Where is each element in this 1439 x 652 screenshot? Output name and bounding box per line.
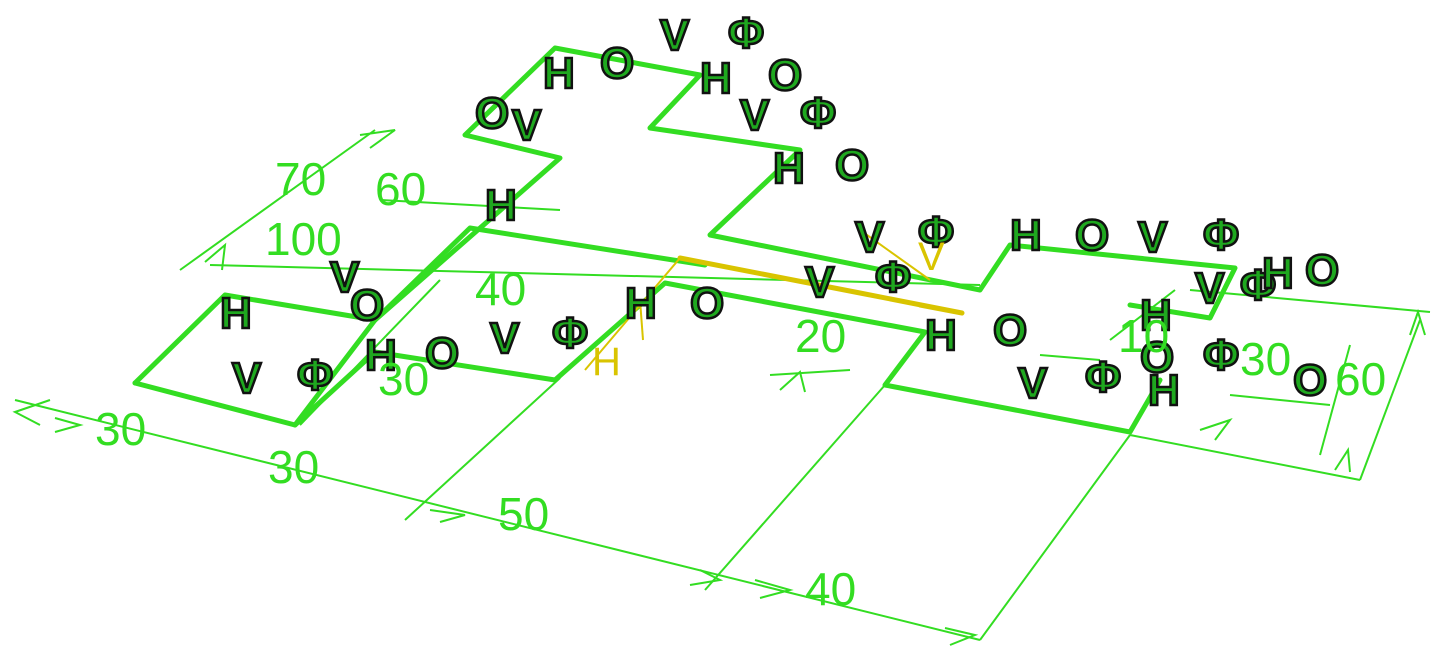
fixed-constraint-icon: Φ	[875, 253, 911, 302]
fixed-constraint-icon: Φ	[552, 309, 588, 358]
dimension-label[interactable]: 40	[805, 563, 856, 615]
coincident-constraint-icon: O	[690, 279, 724, 328]
constraint-symbols: O V H O V Φ H O V Φ H O H H V O V Φ H O …	[219, 8, 1341, 417]
dimension-label[interactable]: 60	[375, 163, 426, 215]
dimension-label[interactable]: 50	[498, 488, 549, 540]
vertical-constraint-icon: V	[232, 354, 262, 403]
horizontal-constraint-icon: H	[625, 279, 657, 328]
horizontal-constraint-icon: H	[1140, 291, 1172, 340]
dimension-label[interactable]: 40	[475, 263, 526, 315]
sketch-profile[interactable]	[132, 45, 1238, 435]
coincident-constraint-icon: O	[835, 141, 869, 190]
vertical-constraint-icon: V	[330, 253, 360, 302]
selected-segment[interactable]	[584, 229, 965, 371]
vertical-constraint-icon: V	[805, 258, 835, 307]
horizontal-constraint-icon: H	[220, 289, 252, 338]
coincident-constraint-icon: O	[993, 306, 1027, 355]
vertical-constraint-icon: V	[1018, 359, 1048, 408]
vertical-constraint-icon: V	[512, 101, 542, 150]
coincident-constraint-icon: O	[1075, 211, 1109, 260]
dimension-label[interactable]: 30	[95, 403, 146, 455]
coincident-constraint-icon: O	[600, 39, 634, 88]
coincident-constraint-icon: O	[768, 51, 802, 100]
fixed-constraint-icon: Φ	[918, 208, 954, 257]
horizontal-constraint-icon: H	[1148, 366, 1180, 415]
vertical-constraint-icon: V	[855, 213, 885, 262]
fixed-constraint-icon: Φ	[1240, 261, 1276, 310]
coincident-constraint-icon: O	[1293, 356, 1327, 405]
coincident-constraint-icon: O	[425, 329, 459, 378]
dimension-label[interactable]: 10	[1118, 310, 1169, 362]
horizontal-constraint-icon: H	[485, 181, 517, 230]
coincident-constraint-icon: O	[1305, 246, 1339, 295]
horizontal-constraint-icon: H	[700, 54, 732, 103]
vertical-constraint-icon: V	[740, 91, 770, 140]
dimension-label[interactable]: 100	[265, 213, 342, 265]
dimension-label[interactable]: 70	[275, 153, 326, 205]
vertical-constraint-icon: V	[490, 314, 520, 363]
fixed-constraint-icon: Φ	[1203, 211, 1239, 260]
dimension-values: 30 30 50 40 70 60 100 40 30 20 10 30 60 …	[95, 153, 1386, 615]
dimension-label[interactable]: 60	[1335, 353, 1386, 405]
vertical-constraint-icon: V	[660, 11, 690, 60]
selected-constraint-label: V	[918, 235, 945, 279]
coincident-constraint-icon: O	[350, 281, 384, 330]
dimension-lines	[12, 129, 1431, 646]
vertical-constraint-icon: V	[1138, 213, 1168, 262]
fixed-constraint-icon: Φ	[1085, 353, 1121, 402]
dimension-label[interactable]: 20	[795, 310, 846, 362]
dimension-label[interactable]: 30	[378, 353, 429, 405]
fixed-constraint-icon: Φ	[297, 351, 333, 400]
horizontal-constraint-icon: H	[925, 311, 957, 360]
vertical-constraint-icon: V	[1195, 264, 1225, 313]
fixed-constraint-icon: Φ	[1203, 331, 1239, 380]
horizontal-constraint-icon: H	[543, 49, 575, 98]
horizontal-constraint-icon: H	[773, 144, 805, 193]
horizontal-constraint-icon: H	[1262, 249, 1294, 298]
horizontal-constraint-icon: H	[365, 331, 397, 380]
fixed-constraint-icon: Φ	[728, 9, 764, 58]
dimension-label[interactable]: 30	[268, 441, 319, 493]
coincident-constraint-icon: O	[1140, 333, 1174, 382]
dimension-label[interactable]: 30	[1240, 333, 1291, 385]
fixed-constraint-icon: Φ	[800, 89, 836, 138]
coincident-constraint-icon: O	[475, 89, 509, 138]
horizontal-constraint-icon: H	[1010, 211, 1042, 260]
selected-constraint-label: H	[592, 340, 621, 384]
